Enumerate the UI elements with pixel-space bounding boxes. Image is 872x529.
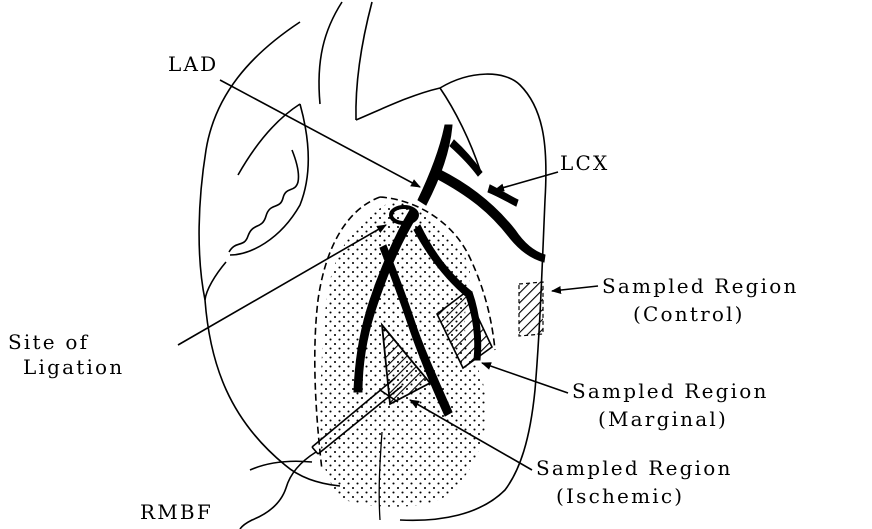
control-region-box xyxy=(519,282,543,336)
label-marginal-line1: Sampled Region xyxy=(572,379,769,403)
label-marginal-line2: (Marginal) xyxy=(598,407,728,431)
label-rmbf: RMBF xyxy=(140,500,213,524)
label-site-of-ligation-line1: Site of xyxy=(8,330,89,354)
label-lcx: LCX xyxy=(560,151,609,175)
label-control-line2: (Control) xyxy=(633,302,745,326)
label-ischemic-line1: Sampled Region xyxy=(536,456,733,480)
label-site-of-ligation-line2: Ligation xyxy=(23,355,124,379)
label-ischemic-line2: (Ischemic) xyxy=(556,484,684,508)
label-lad: LAD xyxy=(168,52,218,76)
label-control-line1: Sampled Region xyxy=(602,274,799,298)
